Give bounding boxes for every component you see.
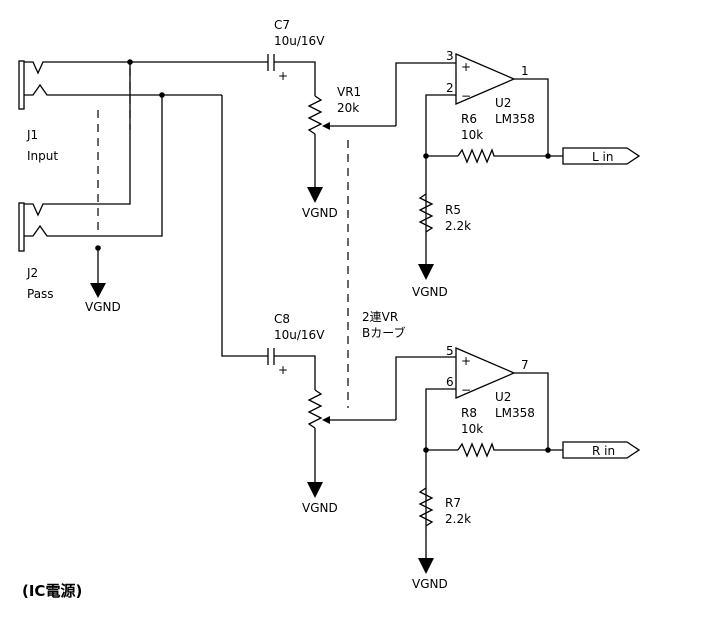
- ground-label-r5: VGND: [412, 285, 448, 299]
- opamp-top-part: LM358: [495, 112, 535, 126]
- opamp-bottom-pin7: 7: [521, 358, 529, 372]
- port-r-in-label: R in: [592, 444, 615, 458]
- opamp-bottom-minus: −: [461, 383, 471, 397]
- port-l-in-label: L in: [592, 150, 613, 164]
- capacitor-c7: [267, 54, 316, 96]
- jack-j1: [18, 60, 268, 110]
- ground-label-vr-bottom: VGND: [302, 501, 338, 515]
- pot-note-line2: Bカーブ: [362, 325, 406, 340]
- opamp-bottom-part: LM358: [495, 406, 535, 420]
- vr1-ref-label: VR1: [337, 85, 361, 99]
- pot-note-line1: 2連VR: [362, 310, 398, 324]
- opamp-u2a: [395, 53, 563, 280]
- jack-j2: [18, 62, 163, 252]
- vr1-value-label: 20k: [337, 101, 359, 115]
- r7-value-label: 2.2k: [445, 512, 471, 526]
- r6-value-label: 10k: [461, 128, 483, 142]
- c7-polarity-mark: +: [278, 69, 288, 83]
- port-l-in: [562, 147, 641, 165]
- capacitor-c8: [221, 95, 316, 390]
- ground-label-jacks: VGND: [85, 300, 121, 314]
- ground-label-vr-top: VGND: [302, 206, 338, 220]
- opamp-top-pin3: 3: [446, 49, 454, 63]
- opamp-top-ref: U2: [495, 96, 511, 110]
- port-r-in: [562, 441, 641, 459]
- opamp-u2b: [395, 347, 563, 574]
- j2-ref-label: J2: [26, 266, 38, 280]
- potentiometer-vr1-bottom: [307, 389, 396, 498]
- j2-value-label: Pass: [27, 287, 54, 301]
- opamp-top-pin2: 2: [446, 81, 454, 95]
- opamp-top-pin1: 1: [521, 64, 529, 78]
- r5-ref-label: R5: [445, 203, 461, 217]
- opamp-bottom-pin5: 5: [446, 344, 454, 358]
- potentiometer-vr1-top: [307, 95, 396, 203]
- r8-value-label: 10k: [461, 422, 483, 436]
- ic-power-title: (IC電源): [22, 582, 82, 600]
- opamp-bottom-pin6: 6: [446, 375, 454, 389]
- opamp-top-plus: +: [461, 60, 471, 74]
- r7-ref-label: R7: [445, 496, 461, 510]
- c7-value-label: 10u/16V: [274, 34, 325, 48]
- c8-polarity-mark: +: [278, 363, 288, 377]
- opamp-top-minus: −: [461, 89, 471, 103]
- opamp-bottom-ref: U2: [495, 390, 511, 404]
- c8-value-label: 10u/16V: [274, 328, 325, 342]
- r8-ref-label: R8: [461, 406, 477, 420]
- j1-value-label: Input: [27, 149, 58, 163]
- r6-ref-label: R6: [461, 112, 477, 126]
- c7-ref-label: C7: [274, 18, 290, 32]
- j1-ref-label: J1: [26, 128, 38, 142]
- r5-value-label: 2.2k: [445, 219, 471, 233]
- ground-symbol-jacks: [90, 283, 106, 298]
- ground-label-r7: VGND: [412, 577, 448, 591]
- c8-ref-label: C8: [274, 312, 290, 326]
- opamp-bottom-plus: +: [461, 354, 471, 368]
